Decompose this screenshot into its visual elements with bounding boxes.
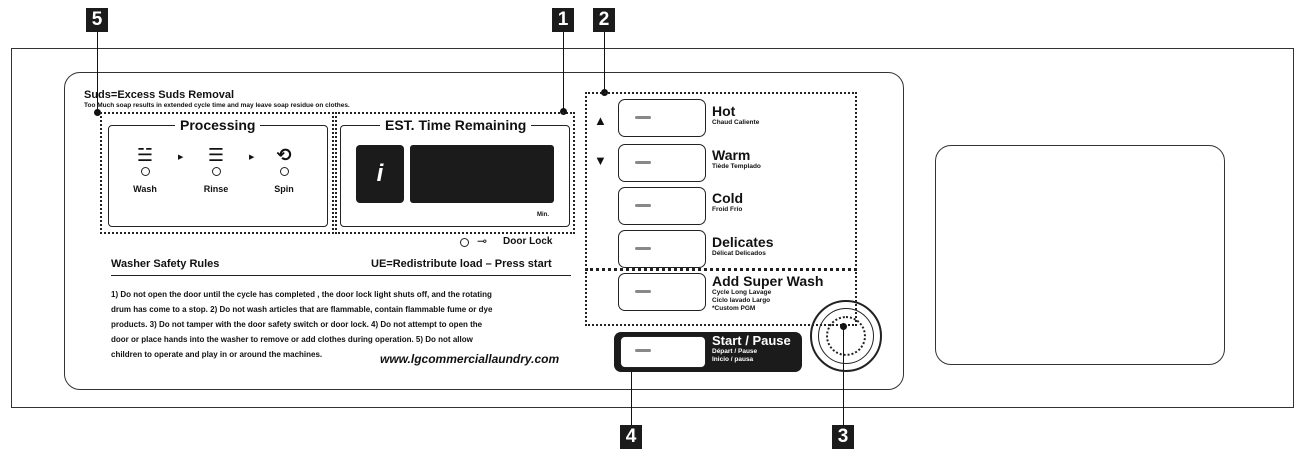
safety-rule-line: products. 3) Do not tamper with the door… xyxy=(111,320,483,329)
cold-indicator xyxy=(635,204,651,207)
processing-step-spin: ⟲ Spin xyxy=(254,146,314,194)
time-legend: EST. Time Remaining xyxy=(380,117,532,133)
start-pause-sub2: Inicio / pausa xyxy=(712,356,754,363)
safety-rules-text: 1) Do not open the door until the cycle … xyxy=(111,287,569,362)
coin-slot-middle-ring xyxy=(818,308,874,364)
cold-sub: Froid Frío xyxy=(712,206,743,213)
hot-sub: Chaud Caliente xyxy=(712,119,760,126)
control-panel-face xyxy=(64,72,904,390)
suds-title: Suds=Excess Suds Removal xyxy=(84,89,235,101)
info-icon: i xyxy=(356,145,404,203)
callout-1-dot xyxy=(560,108,567,115)
arrow-right-icon: ▶ xyxy=(249,154,255,161)
safety-rule-line: children to operate and play in or aroun… xyxy=(111,350,323,359)
callout-3: 3 xyxy=(832,425,854,449)
processing-callout-area xyxy=(100,112,334,234)
safety-rule-line: door or place hands into the washer to r… xyxy=(111,335,473,344)
delicates-sub: Délicat Delicados xyxy=(712,250,766,257)
super-wash-sub2: Ciclo lavado Largo xyxy=(712,297,771,304)
super-wash-option: Add Super Wash Cycle Long Lavage Ciclo l… xyxy=(712,274,824,313)
warm-button[interactable] xyxy=(618,144,706,182)
processing-step-rinse: ☰ Rinse xyxy=(186,146,246,194)
delicates-button[interactable] xyxy=(618,230,706,268)
wash-label: Wash xyxy=(133,184,157,194)
wash-tub-icon: ☱ xyxy=(136,145,154,165)
callout-5-dot xyxy=(94,109,101,116)
safety-divider xyxy=(111,275,571,276)
display-window xyxy=(935,145,1225,365)
delicates-title: Delicates xyxy=(712,234,774,250)
rinse-label: Rinse xyxy=(203,184,229,194)
rinse-indicator xyxy=(211,167,221,176)
hot-option: Hot Chaud Caliente xyxy=(712,104,759,127)
time-display-screen xyxy=(410,145,554,203)
cold-button[interactable] xyxy=(618,187,706,225)
spin-tub-icon: ⟲ xyxy=(276,145,292,165)
callout-4: 4 xyxy=(620,425,642,449)
safety-rule-line: drum has come to a stop. 2) Do not wash … xyxy=(111,305,493,314)
callout-5: 5 xyxy=(86,8,108,32)
start-pause-title: Start / Pause xyxy=(712,333,791,348)
processing-legend: Processing xyxy=(175,117,261,133)
callout-1: 1 xyxy=(552,8,574,32)
hot-title: Hot xyxy=(712,103,736,119)
coin-slot-outer-ring[interactable] xyxy=(810,300,882,372)
options-divider xyxy=(585,268,857,271)
website-link: www.lgcommerciallaundry.com xyxy=(380,352,560,366)
spin-indicator xyxy=(279,167,289,176)
wash-indicator xyxy=(140,167,150,176)
options-callout-area xyxy=(585,92,857,326)
ue-note: UE=Redistribute load – Press start xyxy=(371,258,552,270)
callout-2-leader xyxy=(604,32,605,92)
super-wash-button[interactable] xyxy=(618,273,706,311)
super-wash-title: Add Super Wash xyxy=(712,273,824,289)
delicates-indicator xyxy=(635,247,651,250)
processing-step-wash: ☱ Wash xyxy=(115,146,175,194)
down-arrow-icon[interactable]: ▼ xyxy=(594,153,607,168)
warm-option: Warm Tiède Templado xyxy=(712,148,761,171)
callout-3-dot xyxy=(840,323,847,330)
callout-1-leader xyxy=(563,32,564,110)
rinse-tub-icon: ☰ xyxy=(207,145,225,165)
super-wash-indicator xyxy=(635,290,651,293)
control-panel-frame xyxy=(11,48,1294,408)
safety-title: Washer Safety Rules xyxy=(111,258,220,270)
warm-sub: Tiède Templado xyxy=(712,163,761,170)
callout-2: 2 xyxy=(593,8,615,32)
safety-rule-line: 1) Do not open the door until the cycle … xyxy=(111,290,492,299)
spin-label: Spin xyxy=(274,184,294,194)
time-callout-area xyxy=(335,112,575,234)
warm-indicator xyxy=(635,161,651,164)
cold-option: Cold Froid Frío xyxy=(712,191,743,214)
super-wash-sub1: Cycle Long Lavage xyxy=(712,289,772,296)
callout-3-leader xyxy=(843,330,844,426)
super-wash-sub3: *Custom PGM xyxy=(712,305,756,312)
cold-title: Cold xyxy=(712,190,744,206)
hot-indicator xyxy=(635,116,651,119)
callout-5-leader xyxy=(97,32,98,112)
hot-button[interactable] xyxy=(618,99,706,137)
time-unit: Min. xyxy=(537,212,549,218)
key-icon: ⊸ xyxy=(477,234,488,248)
door-lock-indicator xyxy=(460,238,469,247)
delicates-option: Delicates Délicat Delicados xyxy=(712,235,773,258)
start-pause-indicator xyxy=(635,349,651,352)
start-pause-button[interactable] xyxy=(620,336,706,368)
suds-note: Too Much soap results in extended cycle … xyxy=(84,102,350,109)
start-pause-labels: Start / Pause Départ / Pause Inicio / pa… xyxy=(712,334,791,364)
start-pause-sub1: Départ / Pause xyxy=(712,348,758,355)
coin-slot-inner-ring xyxy=(826,316,866,356)
up-arrow-icon[interactable]: ▲ xyxy=(594,113,607,128)
callout-4-leader xyxy=(631,368,632,426)
warm-title: Warm xyxy=(712,147,751,163)
arrow-right-icon: ▶ xyxy=(178,154,184,161)
door-lock-label: Door Lock xyxy=(503,236,553,247)
